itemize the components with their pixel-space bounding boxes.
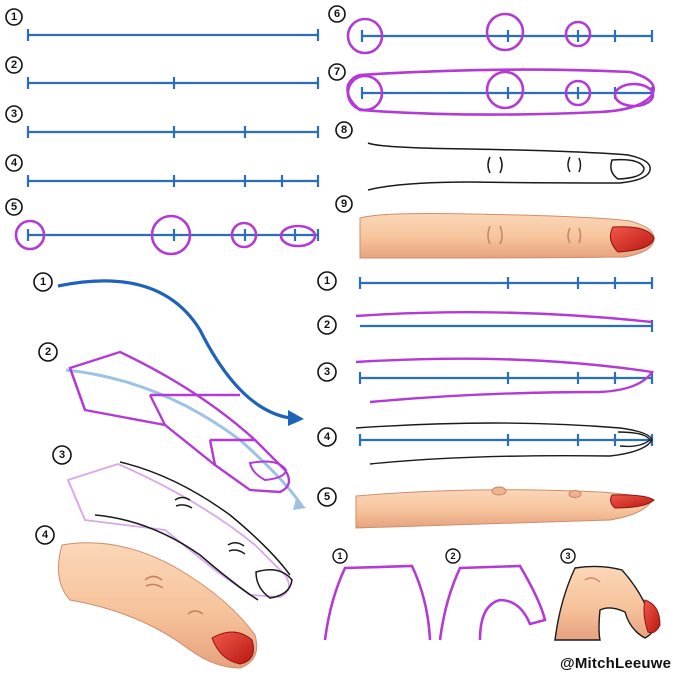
step-number-4: 4 (317, 427, 337, 447)
left-line-step-numbers: 1 2 3 4 5 (5, 8, 23, 216)
guide-line-step-2 (26, 77, 320, 89)
guide-line-step-6 (360, 30, 654, 42)
left-step5-circles (14, 214, 317, 256)
curved-line-step-2 (360, 320, 654, 332)
step-number-2: 2 (5, 56, 23, 74)
bent-step-numbers: 1 2 3 (332, 548, 576, 564)
step-number-3: 3 (52, 445, 72, 465)
bent-step-3 (554, 565, 661, 641)
left-guide-lines (26, 29, 320, 241)
step-number-6: 6 (328, 5, 346, 23)
curved-lineart-step-4 (355, 422, 653, 465)
guide-line-step-7 (360, 87, 654, 99)
step-number-3: 3 (560, 548, 576, 564)
step-number-4: 4 (5, 154, 23, 172)
svg-text:2: 2 (11, 59, 17, 71)
step-number-5: 5 (317, 487, 337, 507)
svg-text:3: 3 (565, 551, 570, 561)
step-number-1: 1 (317, 271, 337, 291)
curved-line-step-3 (358, 372, 654, 384)
guide-line-step-4 (26, 175, 320, 187)
curved-line-step-1 (358, 277, 654, 289)
svg-text:2: 2 (45, 346, 51, 358)
step-number-4: 4 (35, 525, 55, 545)
svg-text:6: 6 (334, 8, 340, 20)
perspective-step-numbers: 1 2 3 4 (33, 272, 72, 545)
curved-guide-lines (358, 277, 654, 446)
step-number-3: 3 (317, 362, 337, 382)
curved-colored-step-5 (355, 486, 655, 529)
curved-line-step-4 (358, 434, 654, 446)
svg-text:8: 8 (341, 124, 347, 136)
bent-step-2 (438, 564, 547, 641)
step-number-8: 8 (335, 121, 353, 139)
right-construction-circles (346, 12, 655, 116)
svg-text:4: 4 (11, 157, 18, 169)
finger-line-art-step-8 (367, 142, 651, 191)
svg-text:2: 2 (450, 551, 455, 561)
guide-line-step-1 (26, 29, 320, 41)
curved-construction-lines (355, 310, 655, 404)
step-number-2: 2 (445, 548, 461, 564)
step-number-1: 1 (5, 8, 23, 26)
svg-text:9: 9 (341, 198, 347, 210)
svg-text:5: 5 (11, 201, 17, 213)
step-number-9: 9 (335, 195, 353, 213)
step-number-7: 7 (328, 63, 346, 81)
svg-text:1: 1 (324, 275, 330, 287)
finger-colored-step-9 (359, 213, 655, 259)
svg-text:3: 3 (324, 366, 330, 378)
step-number-1: 1 (33, 272, 53, 292)
step-number-1: 1 (332, 548, 348, 564)
right-top-step-numbers: 6 7 8 9 (328, 5, 353, 213)
step-number-2: 2 (317, 315, 337, 335)
step-number-5: 5 (5, 198, 23, 216)
perspective-colored-step-4 (57, 542, 258, 669)
perspective-box-step-2 (65, 350, 306, 510)
perspective-lineart-step-3 (66, 461, 293, 601)
svg-text:4: 4 (42, 529, 49, 541)
step-number-2: 2 (38, 342, 58, 362)
svg-text:7: 7 (334, 66, 340, 78)
perspective-arrow-icon (57, 279, 304, 426)
step-number-3: 3 (5, 105, 23, 123)
svg-text:1: 1 (337, 551, 342, 561)
svg-text:2: 2 (324, 319, 330, 331)
svg-text:3: 3 (59, 449, 65, 461)
right-guide-lines (360, 30, 654, 99)
artist-credit: @MitchLeeuwe (560, 655, 672, 672)
svg-text:5: 5 (324, 491, 330, 503)
curved-step-numbers: 1 2 3 4 5 (317, 271, 337, 507)
svg-text:4: 4 (324, 431, 331, 443)
svg-text:1: 1 (40, 276, 46, 288)
svg-text:3: 3 (11, 108, 17, 120)
guide-line-step-3 (26, 126, 320, 138)
bent-step-1 (323, 564, 432, 641)
svg-text:1: 1 (11, 11, 17, 23)
guide-line-step-5 (26, 229, 320, 241)
